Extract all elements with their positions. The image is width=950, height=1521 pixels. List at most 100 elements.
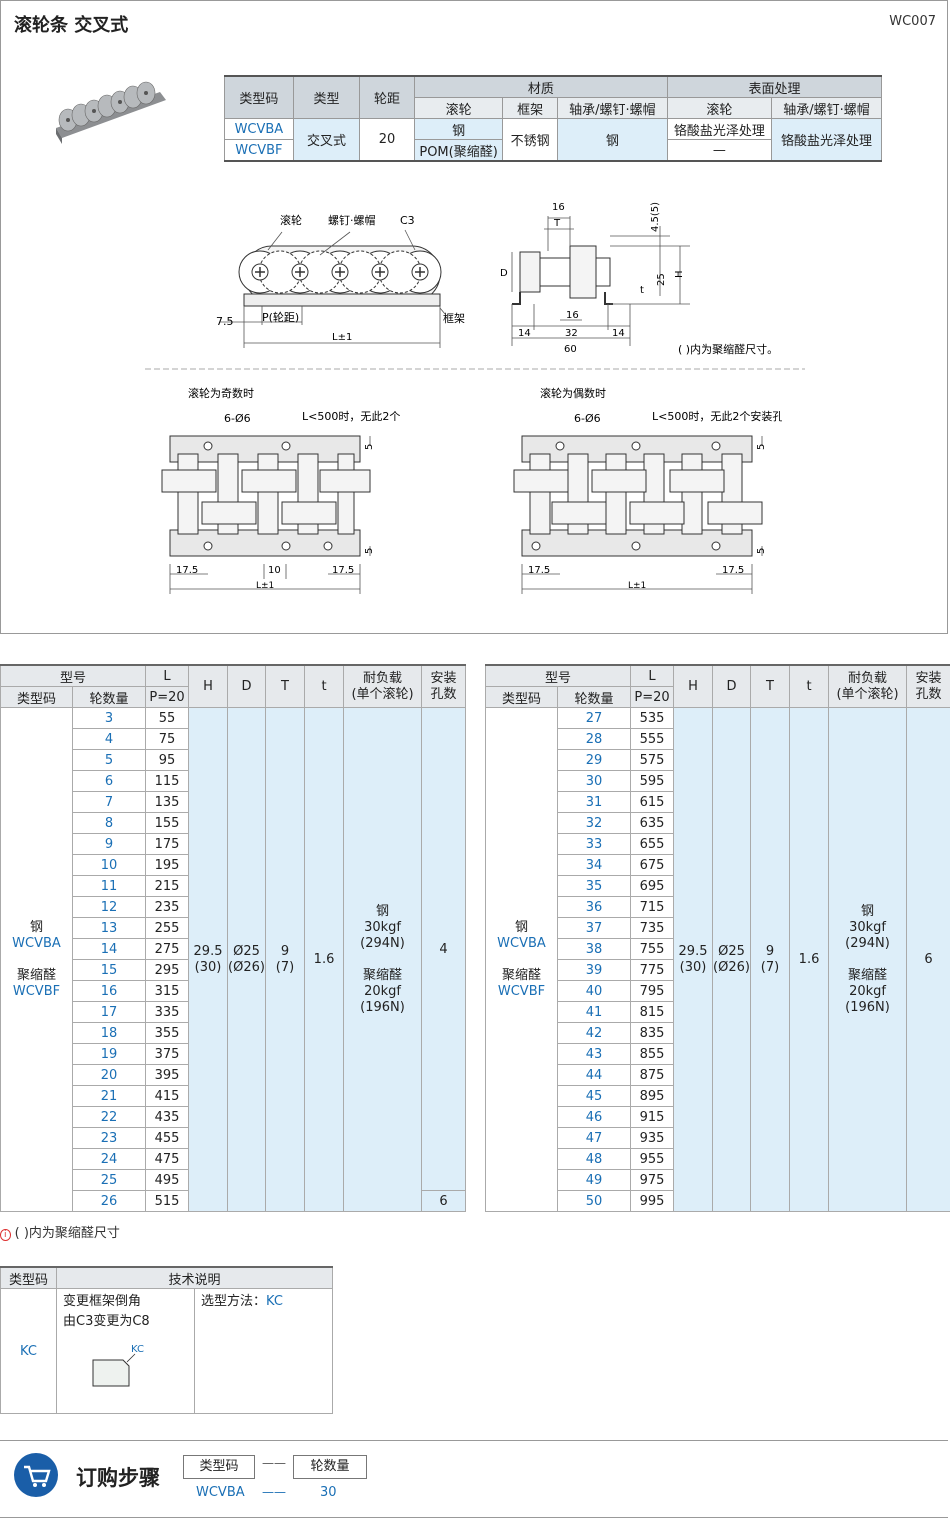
tech-code: KC xyxy=(0,1288,57,1414)
order-value-type: WCVBA xyxy=(196,1485,245,1500)
roller-count: 37 xyxy=(556,917,632,939)
type-code-1: WCVBA xyxy=(224,118,294,140)
odd-title: 滚轮为奇数时 xyxy=(188,386,254,400)
length-value: 675 xyxy=(630,854,675,876)
type-value: 交叉式 xyxy=(292,118,361,162)
length-value: 135 xyxy=(145,791,190,813)
sub-bearing-surface: 轴承/螺钉·螺帽 xyxy=(770,97,883,119)
dim-25: 25 xyxy=(656,273,667,286)
length-value: 255 xyxy=(145,917,190,939)
hdr-load: 耐负载 (单个滚轮) xyxy=(828,664,908,708)
roller-count: 38 xyxy=(556,938,632,960)
roller-count: 40 xyxy=(556,980,632,1002)
hdr-t: t xyxy=(304,664,345,708)
dim-T: T xyxy=(553,218,561,229)
odd-hole-label: 6-Ø6 xyxy=(224,412,251,425)
catalog-code: WC007 xyxy=(889,14,936,29)
length-value: 115 xyxy=(145,770,190,792)
sub-roller: 滚轮 xyxy=(413,97,504,119)
hdr-T: T xyxy=(750,664,791,708)
odd-dim-17-5-right: 17.5 xyxy=(332,565,354,576)
roller-count: 11 xyxy=(71,875,147,897)
length-value: 775 xyxy=(630,959,675,981)
length-value: 235 xyxy=(145,896,190,918)
label-pitch: P(轮距) xyxy=(262,310,299,324)
roller-count: 9 xyxy=(71,833,147,855)
roller-count: 45 xyxy=(556,1085,632,1107)
roller-count: 39 xyxy=(556,959,632,981)
even-dim-5-bottom: 5 xyxy=(756,548,767,554)
roller-count: 26 xyxy=(71,1190,147,1212)
type-desc-line: 钢 xyxy=(29,919,43,935)
roller-count: 6 xyxy=(71,770,147,792)
diameter-value: Ø25 (Ø26) xyxy=(712,707,752,1212)
length-value: 715 xyxy=(630,896,675,918)
roller-count: 31 xyxy=(556,791,632,813)
odd-dim-17-5-left: 17.5 xyxy=(176,565,198,576)
dim-14-left: 14 xyxy=(518,328,531,339)
even-title: 滚轮为偶数时 xyxy=(540,386,606,400)
even-dim-L: L±1 xyxy=(628,581,646,591)
dim-4-5: 4.5(5) xyxy=(650,202,661,232)
order-title: 订购步骤 xyxy=(76,1466,160,1490)
type-desc-line xyxy=(1,952,72,968)
odd-hole-note: L<500时，无此2个安装孔 xyxy=(302,409,400,423)
front-view-drawing: 滚轮 螺钉·螺帽 C3 框架 7.5 P(轮距) L±1 xyxy=(216,213,465,348)
roller-count: 28 xyxy=(556,728,632,750)
col-material: 材质 xyxy=(413,75,668,98)
length-value: 375 xyxy=(145,1043,190,1065)
roller-count: 15 xyxy=(71,959,147,981)
hdr-model: 型号 xyxy=(0,664,147,687)
length-value: 475 xyxy=(145,1148,190,1170)
odd-top-view: 滚轮为奇数时 6-Ø6 L<500时，无此2个安装孔 5 5 17.5 10 1… xyxy=(161,386,400,594)
hdr-T: T xyxy=(265,664,306,708)
label-frame: 框架 xyxy=(443,312,465,325)
roller-count: 19 xyxy=(71,1043,147,1065)
roller-count: 7 xyxy=(71,791,147,813)
even-dim-17-5-left: 17.5 xyxy=(528,565,550,576)
roller-count: 43 xyxy=(556,1043,632,1065)
length-value: 515 xyxy=(145,1190,190,1212)
hdr-D: D xyxy=(712,664,752,708)
dim-14-right: 14 xyxy=(612,328,625,339)
roller-count: 22 xyxy=(71,1106,147,1128)
length-value: 215 xyxy=(145,875,190,897)
info-icon: i xyxy=(0,1229,11,1241)
holes-value: 4 xyxy=(421,707,467,1191)
thickness-t-value: 1.6 xyxy=(789,707,830,1212)
roller-count: 16 xyxy=(71,980,147,1002)
roller-surface-1: 铬酸盐光泽处理 xyxy=(666,118,772,140)
length-value: 575 xyxy=(630,749,675,771)
length-value: 315 xyxy=(145,980,190,1002)
cart-icon xyxy=(14,1453,58,1497)
order-steps-panel xyxy=(0,1440,948,1518)
roller-count: 47 xyxy=(556,1127,632,1149)
odd-dim-10: 10 xyxy=(268,565,281,576)
length-value: 75 xyxy=(145,728,190,750)
length-value: 875 xyxy=(630,1064,675,1086)
load-value: 钢 30kgf (294N) 聚缩醛 20kgf (196N) xyxy=(828,707,908,1212)
length-value: 595 xyxy=(630,770,675,792)
length-value: 195 xyxy=(145,854,190,876)
roller-count: 30 xyxy=(556,770,632,792)
kc-label: KC xyxy=(131,1344,144,1355)
even-top-view: 滚轮为偶数时 6-Ø6 L<500时，无此2个安装孔 5 5 17.5 17.5… xyxy=(513,386,782,594)
order-dash-2: —— xyxy=(262,1485,286,1499)
tech-table: 类型码 技术说明 KC 变更框架倒角 由C3变更为C8 KC 选型方法：KC xyxy=(0,1266,334,1414)
length-value: 495 xyxy=(145,1169,190,1191)
length-value: 975 xyxy=(630,1169,675,1191)
roller-surface-2: — xyxy=(666,139,772,162)
dim-D: D xyxy=(500,268,508,279)
length-value: 655 xyxy=(630,833,675,855)
length-value: 835 xyxy=(630,1022,675,1044)
